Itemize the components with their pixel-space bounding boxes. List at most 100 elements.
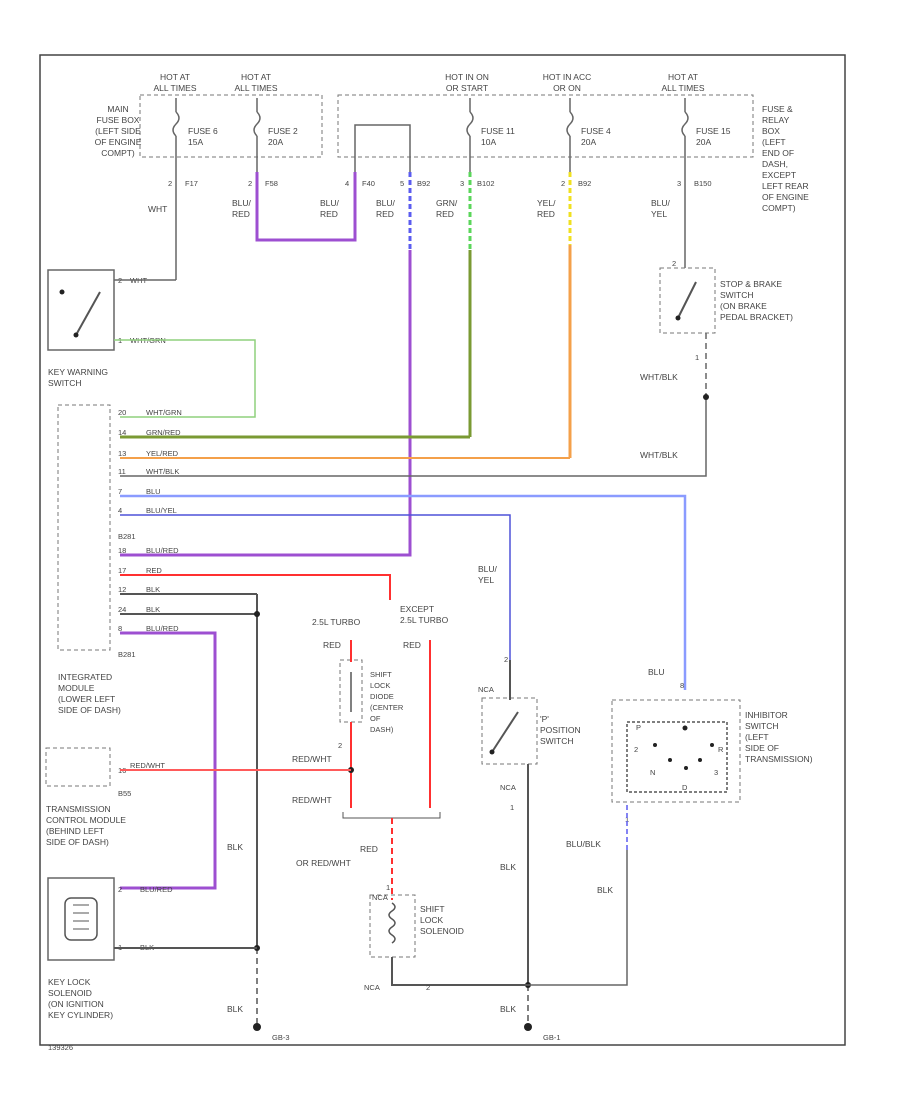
svg-text:1: 1 [695,353,699,362]
wire-label-blk-e: BLK [597,885,613,895]
module-pin-number: 24 [118,605,126,614]
wire-label-red-wht-a: RED/WHT [292,754,332,764]
power-label-4: HOT IN ACC OR ON [543,72,592,93]
svg-text:SHIFT: SHIFT [420,904,445,914]
fuse-6: FUSE 6 15A [172,98,218,172]
svg-text:1: 1 [510,803,514,812]
svg-text:OF ENGINE: OF ENGINE [762,192,809,202]
svg-text:R: R [718,745,724,754]
transmission-control-module: 16 B55 TRANSMISSION CONTROL MODULE (BEHI… [45,747,131,847]
main-fuse-box-outline [139,94,323,158]
wire-label-wht-blk-b: WHT/BLK [640,450,678,460]
svg-text:MODULE: MODULE [58,683,95,693]
svg-text:OF: OF [370,714,381,723]
wire-label-red-wht-tcm: RED/WHT [130,761,165,770]
power-label-2: HOT AT ALL TIMES [235,72,278,93]
svg-text:B92: B92 [417,179,430,188]
svg-text:RED: RED [360,844,378,854]
svg-text:RED: RED [232,209,250,219]
svg-text:YEL: YEL [478,575,494,585]
key-lock-solenoid: 2 1 BLU/RED BLK KEY LOCK SOLENOID (ON IG… [47,877,173,1020]
svg-text:KEY CYLINDER): KEY CYLINDER) [48,1010,113,1020]
svg-text:2: 2 [248,179,252,188]
svg-text:(LEFT: (LEFT [762,137,786,147]
module-pin-wire-label: GRN/RED [146,428,181,437]
wire-label-blu-blk: BLU/BLK [566,839,601,849]
wire-blk-solenoid-ground [391,957,528,986]
svg-text:(LEFT: (LEFT [745,732,769,742]
wire-blu-red-loop [255,172,357,242]
solenoid-pin-bottom: 2 [426,983,430,992]
svg-text:SWITCH: SWITCH [48,378,82,388]
svg-text:OR RED/WHT: OR RED/WHT [296,858,351,868]
svg-text:3: 3 [677,179,681,188]
svg-text:LOCK: LOCK [420,915,443,925]
svg-text:(ON BRAKE: (ON BRAKE [720,301,767,311]
wire-wht-grn-loop [114,339,256,418]
svg-text:SWITCH: SWITCH [720,290,754,300]
svg-text:B55: B55 [118,789,131,798]
svg-text:PEDAL BRACKET): PEDAL BRACKET) [720,312,793,322]
module-pin-wire-label: YEL/RED [146,449,179,458]
svg-text:OR ON: OR ON [553,83,581,93]
svg-text:(CENTER: (CENTER [370,703,404,712]
module-connector-label: B281 [118,532,136,541]
svg-text:INTEGRATED: INTEGRATED [58,672,112,682]
svg-text:2.5L TURBO: 2.5L TURBO [400,615,449,625]
svg-text:TRANSMISSION): TRANSMISSION) [745,754,813,764]
ground-gb3: GB-3 [253,1023,290,1042]
svg-text:3: 3 [714,768,718,777]
svg-text:COMPT): COMPT) [101,148,135,158]
svg-text:D: D [682,783,688,792]
svg-text:KEY LOCK: KEY LOCK [48,977,91,987]
svg-text:SIDE OF DASH): SIDE OF DASH) [46,837,109,847]
svg-text:SOLENOID: SOLENOID [420,926,464,936]
svg-text:SWITCH: SWITCH [540,736,574,746]
module-pin-wire-label: RED [146,566,162,575]
module-pin-wire-label: BLK [146,605,160,614]
svg-text:RED: RED [376,209,394,219]
fuse-relay-box-outline [337,94,754,158]
module-connector-label: B281 [118,650,136,659]
splice-blk-1 [254,611,260,617]
svg-text:FUSE 4: FUSE 4 [581,126,611,136]
module-pin-wire-label: WHT/GRN [146,408,182,417]
module-pin-wire-label: BLK [146,585,160,594]
ground-gb1: GB-1 [524,1023,561,1042]
svg-text:COMPT): COMPT) [762,203,796,213]
module-pin-wire-label: BLU/RED [146,546,179,555]
svg-text:NCA: NCA [372,893,388,902]
svg-text:NCA: NCA [478,685,494,694]
svg-text:GRN/: GRN/ [436,198,458,208]
svg-text:ALL TIMES: ALL TIMES [235,83,278,93]
svg-text:OF ENGINE: OF ENGINE [95,137,142,147]
wire-label-red-wht-b: RED/WHT [292,795,332,805]
integrated-module-outline [57,404,111,651]
svg-text:(LEFT SIDE: (LEFT SIDE [95,126,141,136]
wire-label-red-b: RED [403,640,421,650]
svg-text:N: N [650,768,655,777]
svg-text:SWITCH: SWITCH [745,721,779,731]
svg-text:HOT AT: HOT AT [160,72,190,82]
svg-text:LEFT REAR: LEFT REAR [762,181,809,191]
diagram-frame [39,54,846,1046]
relay-box-jumper [354,124,411,172]
module-pin-number: 18 [118,546,126,555]
key-warning-switch: 2 WHT 1 WHT/GRN KEY WARNING SWITCH [47,269,166,388]
variant-turbo-label: 2.5L TURBO [312,617,361,627]
module-pin-number: 7 [118,487,122,496]
svg-text:SHIFT: SHIFT [370,670,392,679]
module-pin-number: 12 [118,585,126,594]
svg-text:B150: B150 [694,179,712,188]
svg-text:2: 2 [168,179,172,188]
fuse-2: FUSE 2 20A [253,98,298,172]
wire-blu-red-key-lock [120,631,217,890]
svg-text:BLU/: BLU/ [320,198,340,208]
svg-text:P: P [636,723,641,732]
module-pin-number: 13 [118,449,126,458]
main-fuse-box-label: MAIN FUSE BOX (LEFT SIDE OF ENGINE COMPT… [95,104,142,158]
svg-text:'P': 'P' [540,714,549,724]
shift-lock-solenoid: 1 NCA SHIFT LOCK SOLENOID [369,883,464,958]
wire-label-blk-b: BLK [227,1004,243,1014]
